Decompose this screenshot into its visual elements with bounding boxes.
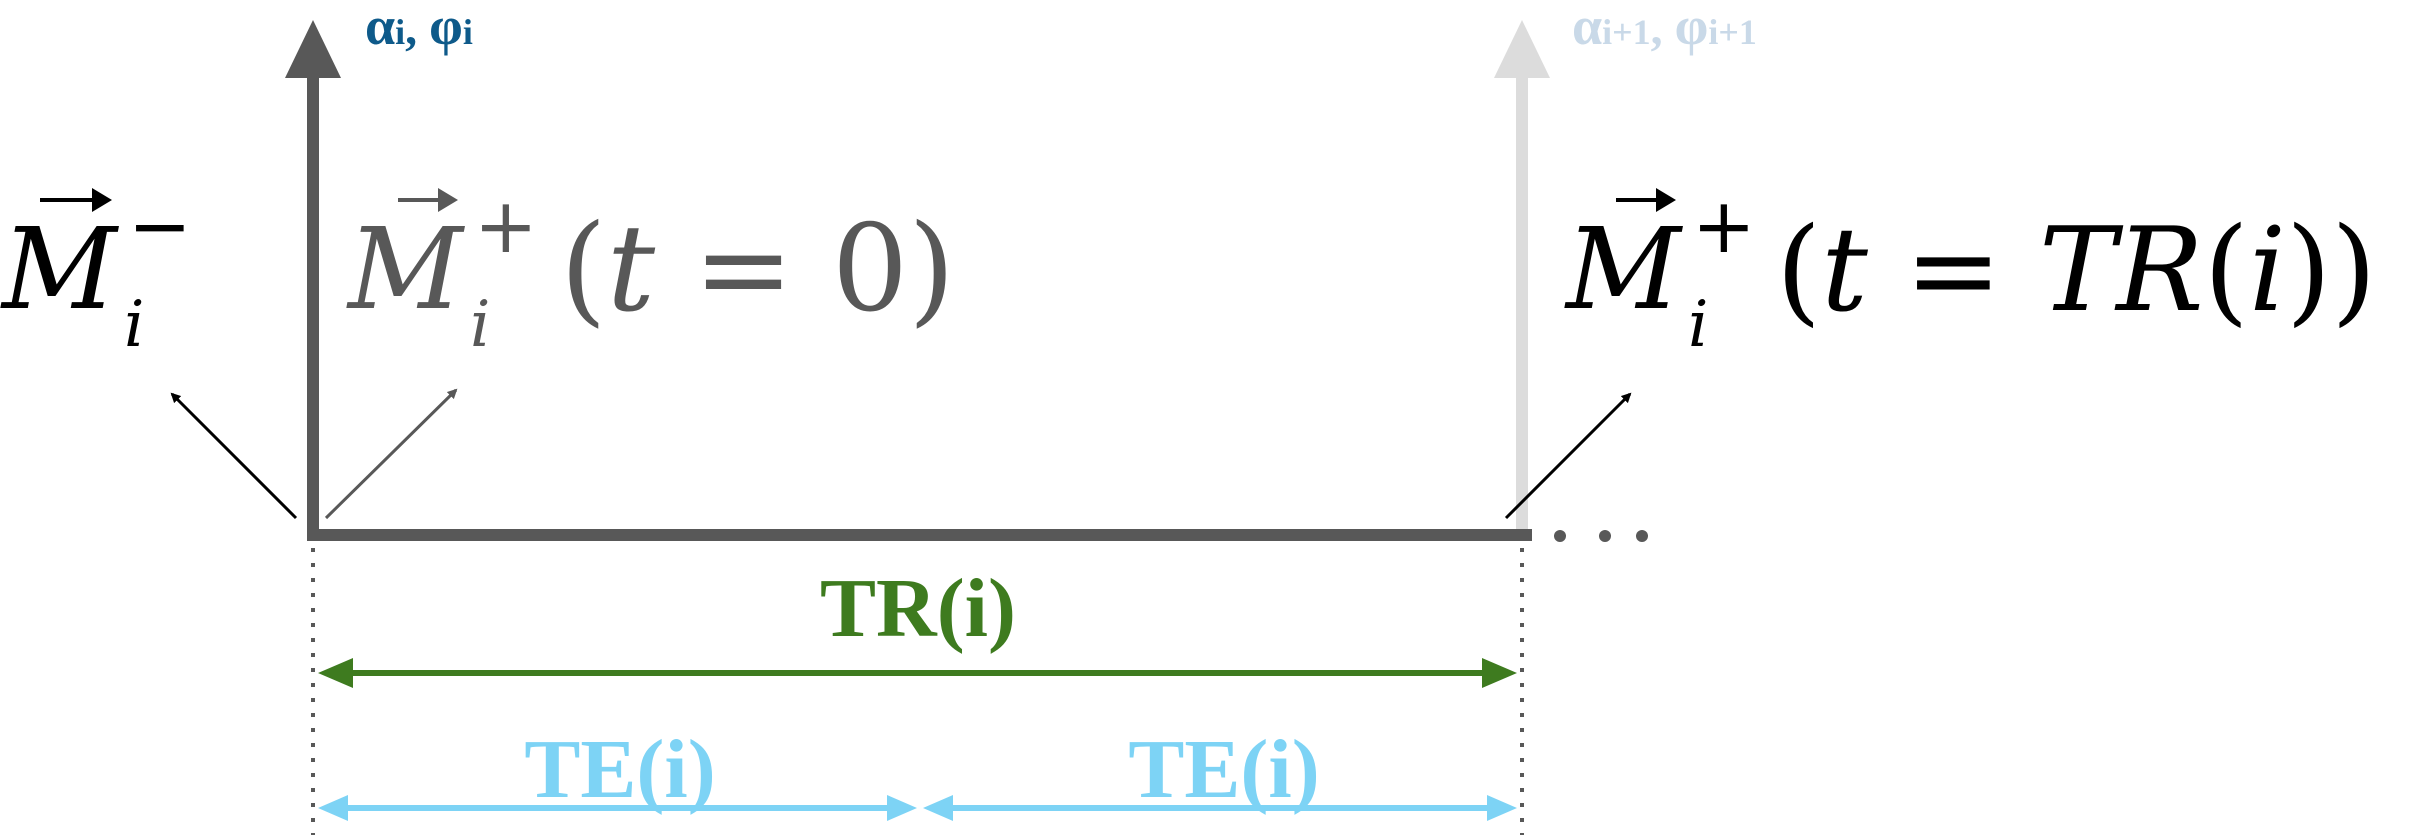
svg-text:i: i <box>124 288 144 362</box>
pointer-before-arrow <box>170 392 298 520</box>
svg-text:(t = TR(i)): (t = TR(i)) <box>1776 203 2376 338</box>
svg-text:−: − <box>128 181 192 270</box>
continuation-dots <box>1554 530 1648 542</box>
te-second-interval-label: TE(i) <box>1128 723 1319 816</box>
magnetization-before-label: M i − <box>0 181 192 362</box>
tr-interval-label: TR(i) <box>820 562 1016 655</box>
svg-text:M: M <box>346 205 465 335</box>
svg-text:+: + <box>1692 181 1756 270</box>
pulse-next-arrow <box>1494 20 1550 535</box>
pointer-after-start-arrow <box>324 388 458 520</box>
svg-text:+: + <box>474 181 538 270</box>
svg-text:M: M <box>0 205 119 335</box>
magnetization-after-start-label: M i + (t = 0) <box>346 181 955 362</box>
te-first-interval-arrow <box>318 795 917 821</box>
pointer-after-end-arrow <box>1504 392 1632 520</box>
pulse-i-arrow <box>285 20 341 541</box>
magnetization-after-end-label: M i + (t = TR(i)) <box>1564 181 2376 362</box>
pulse-next-label: αi+1, φi+1 <box>1572 0 1757 56</box>
svg-text:i: i <box>1688 288 1708 362</box>
svg-text:(t = 0): (t = 0) <box>560 200 955 339</box>
tr-interval-arrow <box>318 658 1517 688</box>
svg-text:i: i <box>470 288 490 362</box>
svg-text:M: M <box>1564 205 1683 335</box>
pulse-i-label: αi, φi <box>365 0 473 56</box>
te-second-interval-arrow <box>923 795 1517 821</box>
te-first-interval-label: TE(i) <box>524 723 715 816</box>
